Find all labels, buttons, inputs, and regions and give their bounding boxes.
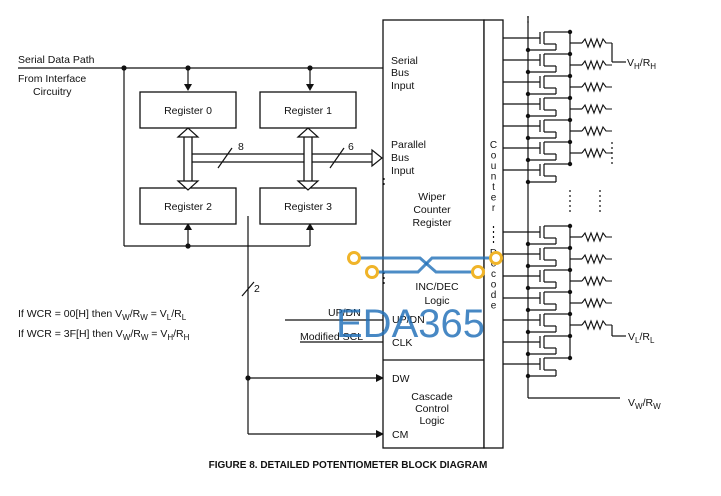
resistor bbox=[581, 297, 612, 309]
resistor bbox=[581, 253, 612, 265]
resistor bbox=[581, 37, 612, 49]
serial-bus-label-2: Bus bbox=[391, 67, 409, 79]
resistor bbox=[581, 81, 612, 93]
svg-text:If WCR = 3F[H] then VW/RW = VH: If WCR = 3F[H] then VW/RW = VH/RH bbox=[18, 328, 190, 342]
modified-scl-label: Modified SCL bbox=[300, 331, 363, 343]
serial-data-path-label: Serial Data Path bbox=[18, 54, 95, 66]
resistor bbox=[581, 319, 612, 331]
counter-letter: e bbox=[491, 193, 497, 204]
cm-pin-label: CM bbox=[392, 429, 408, 441]
clk-pin-label: CLK bbox=[392, 337, 412, 349]
resistor bbox=[581, 231, 612, 243]
junction-dot bbox=[525, 113, 531, 119]
junction-dot bbox=[525, 263, 531, 269]
wiper-label-2: Counter bbox=[413, 204, 451, 216]
counter-letter: t bbox=[492, 182, 495, 193]
junction-dot bbox=[525, 91, 531, 97]
serial-bus-label-3: Input bbox=[391, 80, 414, 92]
register-0-label: Register 0 bbox=[164, 105, 212, 117]
register-1: Register 1 bbox=[259, 91, 357, 129]
junction-dot bbox=[525, 135, 531, 141]
junction-dot bbox=[525, 241, 531, 247]
resistor bbox=[581, 125, 612, 137]
junction-dot bbox=[525, 351, 531, 357]
decode-letter: e bbox=[491, 301, 497, 312]
parallel-bus-label-2: Bus bbox=[391, 152, 409, 164]
up-dn-input-label: UP/DN bbox=[328, 307, 361, 319]
counter-letter: u bbox=[491, 161, 497, 172]
counter-vertical-label: Counter bbox=[490, 140, 497, 244]
counter-letter: C bbox=[490, 140, 497, 151]
serial-bus-label-1: Serial bbox=[391, 55, 418, 67]
counter-letter: r bbox=[492, 203, 496, 214]
decode-letter: d bbox=[491, 290, 497, 301]
junction-dot bbox=[525, 329, 531, 335]
parallel-bus bbox=[176, 127, 383, 191]
eda365-watermark: EDA365 bbox=[336, 251, 503, 346]
bus-width-8-label: 8 bbox=[238, 141, 244, 153]
counter-letter: n bbox=[491, 172, 497, 183]
counter-letter: o bbox=[491, 151, 497, 162]
register-0: Register 0 bbox=[139, 91, 237, 129]
svg-text:If WCR = 00[H] then VW/RW = VL: If WCR = 00[H] then VW/RW = VL/RL bbox=[18, 308, 187, 322]
junction-dot bbox=[525, 373, 531, 379]
inc-dec-label-1: INC/DEC bbox=[415, 281, 459, 293]
register-2-label: Register 2 bbox=[164, 201, 212, 213]
register-3-label: Register 3 bbox=[284, 201, 332, 213]
wcr-equation-1: If WCR = 00[H] then VW/RW = VL/RL bbox=[18, 308, 187, 322]
dw-pin-label: DW bbox=[392, 373, 410, 385]
register-1-label: Register 1 bbox=[284, 105, 332, 117]
resistor-ladder bbox=[503, 16, 626, 399]
resistor bbox=[581, 147, 612, 159]
parallel-bus-label-1: Parallel bbox=[391, 139, 426, 151]
register-3: Register 3 bbox=[259, 187, 357, 225]
cascade-label-1: Cascade bbox=[411, 391, 453, 403]
figure-caption: FIGURE 8. DETAILED POTENTIOMETER BLOCK D… bbox=[209, 460, 488, 471]
wiper-label-3: Register bbox=[412, 217, 452, 229]
wiper-counter-register-block bbox=[382, 19, 504, 449]
junction-dot bbox=[525, 179, 531, 185]
vh-rh-label: VH/RH bbox=[627, 57, 656, 71]
cascade-label-2: Control bbox=[415, 403, 449, 415]
up-dn-pin-label: UP/DN bbox=[392, 314, 425, 326]
parallel-bus-label-3: Input bbox=[391, 165, 414, 177]
junction-dot bbox=[525, 47, 531, 53]
inc-dec-label-2: Logic bbox=[424, 295, 449, 307]
junction-dot bbox=[525, 157, 531, 163]
cascade-bus bbox=[241, 216, 384, 438]
resistor bbox=[581, 275, 612, 287]
resistor bbox=[581, 103, 612, 115]
serial-data-path bbox=[18, 65, 383, 249]
junction-dot bbox=[525, 69, 531, 75]
cascade-label-3: Logic bbox=[419, 415, 444, 427]
from-interface-label: From Interface bbox=[18, 73, 86, 85]
decode-letter: o bbox=[491, 280, 497, 291]
decode-letter: c bbox=[491, 269, 496, 280]
watermark-text: EDA365 bbox=[336, 302, 485, 346]
vl-rl-label: VL/RL bbox=[628, 331, 655, 345]
circuitry-label: Circuitry bbox=[33, 86, 72, 98]
wiper-label-1: Wiper bbox=[418, 191, 446, 203]
resistor bbox=[581, 59, 612, 71]
wcr-equation-2: If WCR = 3F[H] then VW/RW = VH/RH bbox=[18, 328, 190, 342]
vw-rw-label: VW/RW bbox=[628, 397, 661, 411]
junction-dot bbox=[525, 307, 531, 313]
junction-dot bbox=[525, 285, 531, 291]
register-2: Register 2 bbox=[139, 187, 237, 225]
bus-width-6-label: 6 bbox=[348, 141, 354, 153]
bus-width-2-label: 2 bbox=[254, 283, 260, 295]
